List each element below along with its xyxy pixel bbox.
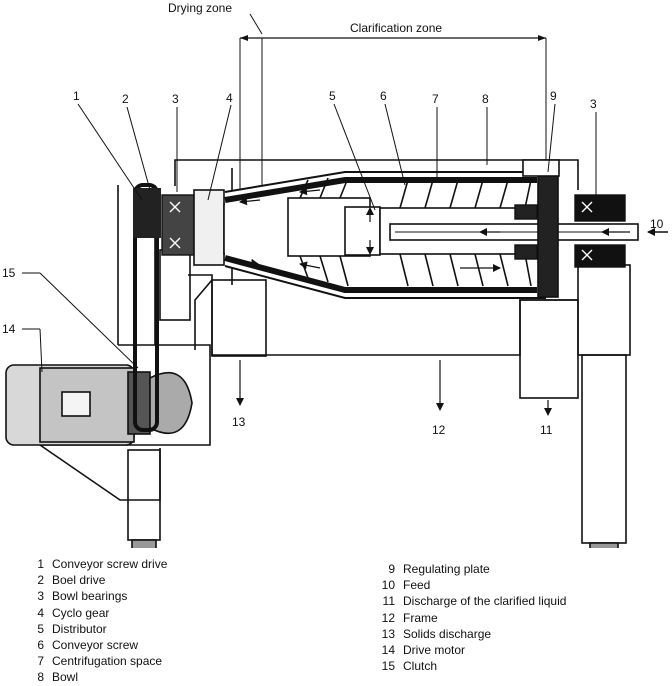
legend-number: 5: [37, 621, 44, 636]
callout-9: 9: [550, 89, 557, 103]
legend-number: 13: [381, 626, 395, 641]
dimension-arrow-left: [240, 35, 248, 41]
callout-3-right: 3: [590, 97, 597, 111]
callout-7: 7: [432, 92, 439, 106]
drying-zone-label: Drying zone: [168, 1, 232, 15]
legend-text: Solids discharge: [403, 626, 492, 641]
legend-item: 7 Centrifugation space: [34, 653, 167, 669]
legend-number: 7: [37, 654, 44, 669]
legend-number: 8: [37, 670, 44, 685]
callout-1: 1: [73, 89, 80, 103]
clarification-zone-label: Clarification zone: [350, 21, 442, 35]
legend-number: 14: [381, 643, 395, 658]
callout-13: 13: [232, 415, 246, 429]
legend-text: Conveyor screw drive: [52, 557, 168, 571]
callout-8: 8: [482, 92, 489, 106]
legend-text: Drive motor: [403, 643, 466, 658]
flow-arrows: [235, 187, 630, 272]
legend-item: 1 Conveyor screw drive: [34, 556, 167, 572]
drive-motor: [5, 364, 135, 446]
callout-leaders: [22, 103, 597, 373]
drying-zone-leader: [249, 13, 263, 35]
legend-item: 2 Boel drive: [34, 572, 167, 588]
legend-text: Regulating plate: [403, 562, 490, 576]
legend-item: 8 Bowl: [34, 669, 167, 685]
legend-item: 5 Distributor: [34, 621, 167, 637]
callout-6: 6: [380, 89, 387, 103]
legend-number: 11: [382, 594, 395, 609]
legend-number: 3: [37, 589, 44, 604]
callout-3-left: 3: [172, 92, 179, 106]
legend-item: 15 Clutch: [380, 658, 566, 674]
dimension-arrow-right: [538, 35, 546, 41]
callout-15: 15: [2, 266, 16, 280]
feed-pipe: [389, 223, 639, 241]
legend-text: Conveyor screw: [52, 638, 139, 653]
legend-number: 10: [381, 578, 395, 593]
legend-item: 3 Bowl bearings: [34, 588, 167, 604]
callout-14: 14: [2, 322, 16, 336]
legend-text: Frame: [403, 610, 438, 625]
bowl-bearing-left: [161, 194, 195, 256]
decanter-centrifuge-diagram: Drying zone Clarification zone: [2, 1, 668, 548]
legend-number: 1: [37, 557, 44, 571]
legend-item: 10 Feed: [380, 577, 566, 593]
legend-text: Clutch: [403, 659, 438, 674]
legend-text: Cyclo gear: [52, 605, 110, 620]
legend-item: 11 Discharge of the clarified liquid: [380, 593, 567, 609]
callout-5: 5: [329, 89, 336, 103]
bowl-bearing-right: [514, 194, 626, 268]
legend-item: 9 Regulating plate: [380, 561, 566, 577]
legend-item: 12 Frame: [380, 610, 566, 626]
legend-text: Bowl bearings: [52, 589, 128, 604]
callout-12: 12: [432, 423, 446, 437]
callout-10: 10: [650, 217, 664, 231]
legend-number: 6: [37, 638, 44, 653]
legend-number: 9: [388, 562, 395, 576]
legend-left: 1 Conveyor screw drive 2 Boel drive 3 Bowl …: [34, 556, 167, 686]
legend-item: 14 Drive motor: [380, 642, 566, 658]
legend-text: Distributor: [52, 621, 107, 636]
legend-item: 6 Conveyor screw: [34, 637, 167, 653]
callout-4: 4: [226, 91, 233, 105]
belt-drive: [133, 183, 161, 432]
legend-item: 13 Solids discharge: [380, 626, 566, 642]
callout-11: 11: [540, 423, 553, 437]
callout-2: 2: [122, 92, 129, 106]
legend-text: Boel drive: [52, 573, 106, 588]
legend-text: Discharge of the clarified liquid: [403, 594, 567, 609]
right-supports: [519, 264, 631, 548]
legend-text: Bowl: [52, 670, 79, 685]
legend-item: 4 Cyclo gear: [34, 605, 167, 621]
legend-number: 2: [37, 573, 44, 588]
legend-text: Centrifugation space: [52, 654, 163, 669]
legend-number: 4: [37, 605, 44, 620]
legend-number: 12: [381, 610, 395, 625]
legend-number: 15: [381, 659, 395, 674]
legend-text: Feed: [403, 578, 431, 593]
legend-right: 9 Regulating plate 10 Feed 11 Discharge of …: [380, 561, 567, 674]
